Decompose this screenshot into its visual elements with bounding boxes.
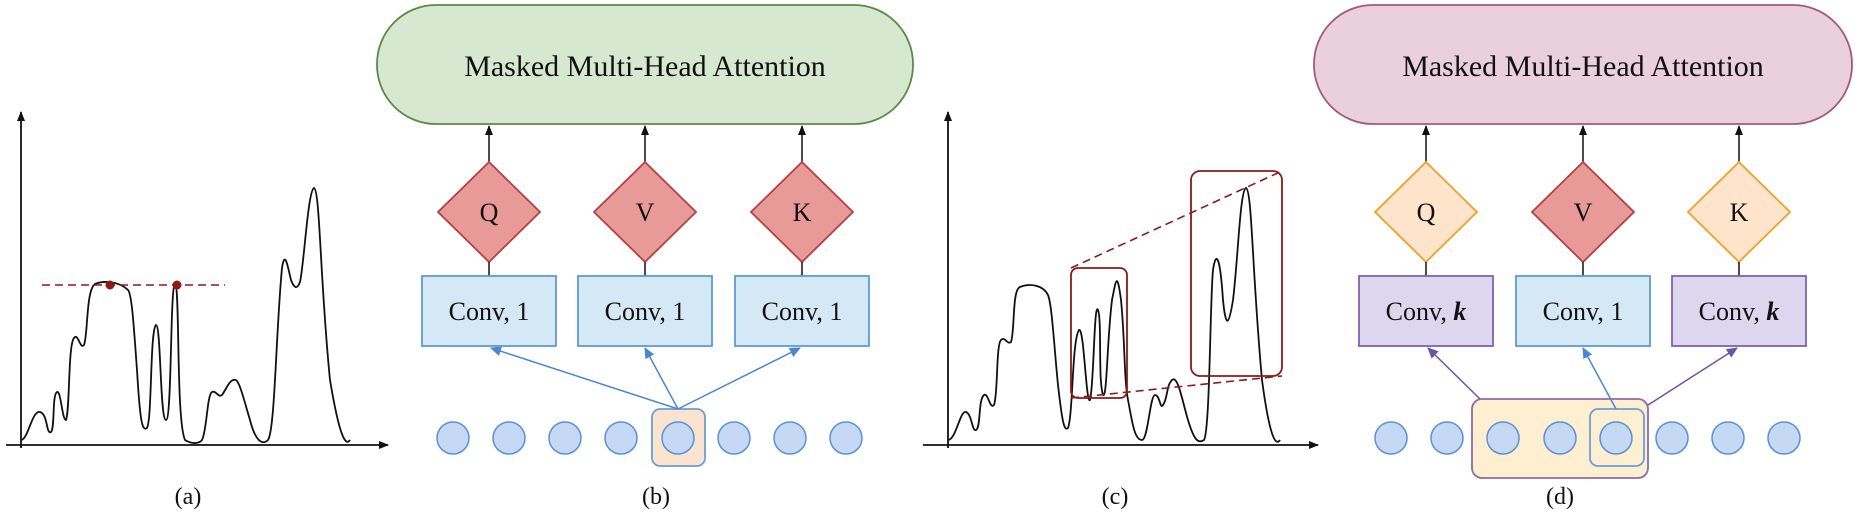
panel-d-q-label: Q bbox=[1417, 198, 1436, 227]
panel-d-conv-v-label: Conv, 1 bbox=[1543, 297, 1624, 326]
panel-d-token bbox=[1655, 421, 1689, 455]
panel-b-token bbox=[604, 421, 638, 455]
panel-b-token bbox=[717, 421, 751, 455]
panel-a-caption: (a) bbox=[175, 484, 202, 510]
panel-d: Masked Multi-Head Attention Q V K Conv, … bbox=[1313, 4, 1853, 510]
panel-c-window-zoomed bbox=[1190, 170, 1283, 377]
panel-d-token bbox=[1430, 421, 1464, 455]
panel-d-conv-k-label: Conv, k bbox=[1699, 297, 1780, 326]
panel-d-caption: (d) bbox=[1546, 484, 1574, 510]
panel-b-conv-q bbox=[421, 275, 557, 347]
panel-d-conv-q-prefix: Conv, bbox=[1386, 297, 1454, 326]
panel-d-v-label: V bbox=[1574, 198, 1593, 227]
panel-b-conv-q-label: Conv, 1 bbox=[449, 297, 530, 326]
panel-b-caption: (b) bbox=[642, 484, 670, 510]
panel-b-attention-label: Masked Multi-Head Attention bbox=[464, 50, 826, 83]
panel-b-token bbox=[829, 421, 863, 455]
panel-d-conv-q bbox=[1358, 275, 1494, 347]
panel-d-conv-q-kernel: k bbox=[1453, 297, 1466, 326]
panel-b-link-to-v bbox=[644, 347, 679, 410]
panel-d-token-current bbox=[1599, 421, 1633, 455]
panel-b-conv-k-label: Conv, 1 bbox=[762, 297, 843, 326]
panel-b-token-current bbox=[661, 421, 695, 455]
panel-b-link-to-q bbox=[490, 346, 679, 410]
panel-b-conv-v-label: Conv, 1 bbox=[605, 297, 686, 326]
panel-c-caption: (c) bbox=[1102, 484, 1129, 510]
panel-c-zoom-guide-bottom bbox=[1070, 375, 1283, 399]
panel-b-link-to-k bbox=[677, 347, 801, 410]
panel-a-anomaly-point-2 bbox=[172, 280, 182, 290]
panel-a-time-series-curve bbox=[20, 187, 351, 444]
panel-d-attention-label: Masked Multi-Head Attention bbox=[1402, 50, 1764, 83]
panel-d-conv-k-prefix: Conv, bbox=[1699, 297, 1767, 326]
panel-b-q-label: Q bbox=[480, 198, 499, 227]
panel-d-conv-q-label: Conv, k bbox=[1386, 297, 1467, 326]
panel-d-conv-k-kernel: k bbox=[1766, 297, 1779, 326]
panel-b-conv-v bbox=[577, 275, 713, 347]
panel-d-attention-box bbox=[1313, 4, 1853, 125]
panel-b-token bbox=[773, 421, 807, 455]
panel-d-token-sequence bbox=[1374, 421, 1801, 455]
panel-b-token-sequence bbox=[436, 421, 863, 455]
panel-b-token bbox=[548, 421, 582, 455]
panel-d-token bbox=[1767, 421, 1801, 455]
panel-d-token bbox=[1486, 421, 1520, 455]
panel-b-token bbox=[436, 421, 470, 455]
panel-c-time-series-curve bbox=[947, 187, 1281, 443]
panel-a: (a) bbox=[6, 111, 389, 510]
panel-d-link-to-k bbox=[1647, 347, 1738, 406]
panel-c-window-small bbox=[1070, 267, 1128, 399]
panel-d-current-token-highlight bbox=[1589, 408, 1645, 467]
panel-b-v-label: V bbox=[636, 198, 655, 227]
panel-d-link-to-v bbox=[1582, 347, 1617, 410]
panel-c: (c) bbox=[923, 111, 1319, 510]
panel-b-conv-k bbox=[734, 275, 870, 347]
panel-b: Masked Multi-Head Attention Q V K Conv, … bbox=[376, 4, 914, 510]
panel-d-conv-k bbox=[1671, 275, 1807, 347]
panel-b-attention-box bbox=[376, 4, 914, 125]
panel-d-token bbox=[1711, 421, 1745, 455]
panel-d-token bbox=[1374, 421, 1408, 455]
panel-b-token bbox=[492, 421, 526, 455]
panel-b-k-label: K bbox=[793, 198, 812, 227]
panel-a-anomaly-point-1 bbox=[105, 280, 115, 290]
panel-d-link-to-q bbox=[1427, 347, 1481, 400]
panel-d-conv-v bbox=[1515, 275, 1651, 347]
panel-d-k-label: K bbox=[1730, 198, 1749, 227]
panel-d-token bbox=[1543, 421, 1577, 455]
